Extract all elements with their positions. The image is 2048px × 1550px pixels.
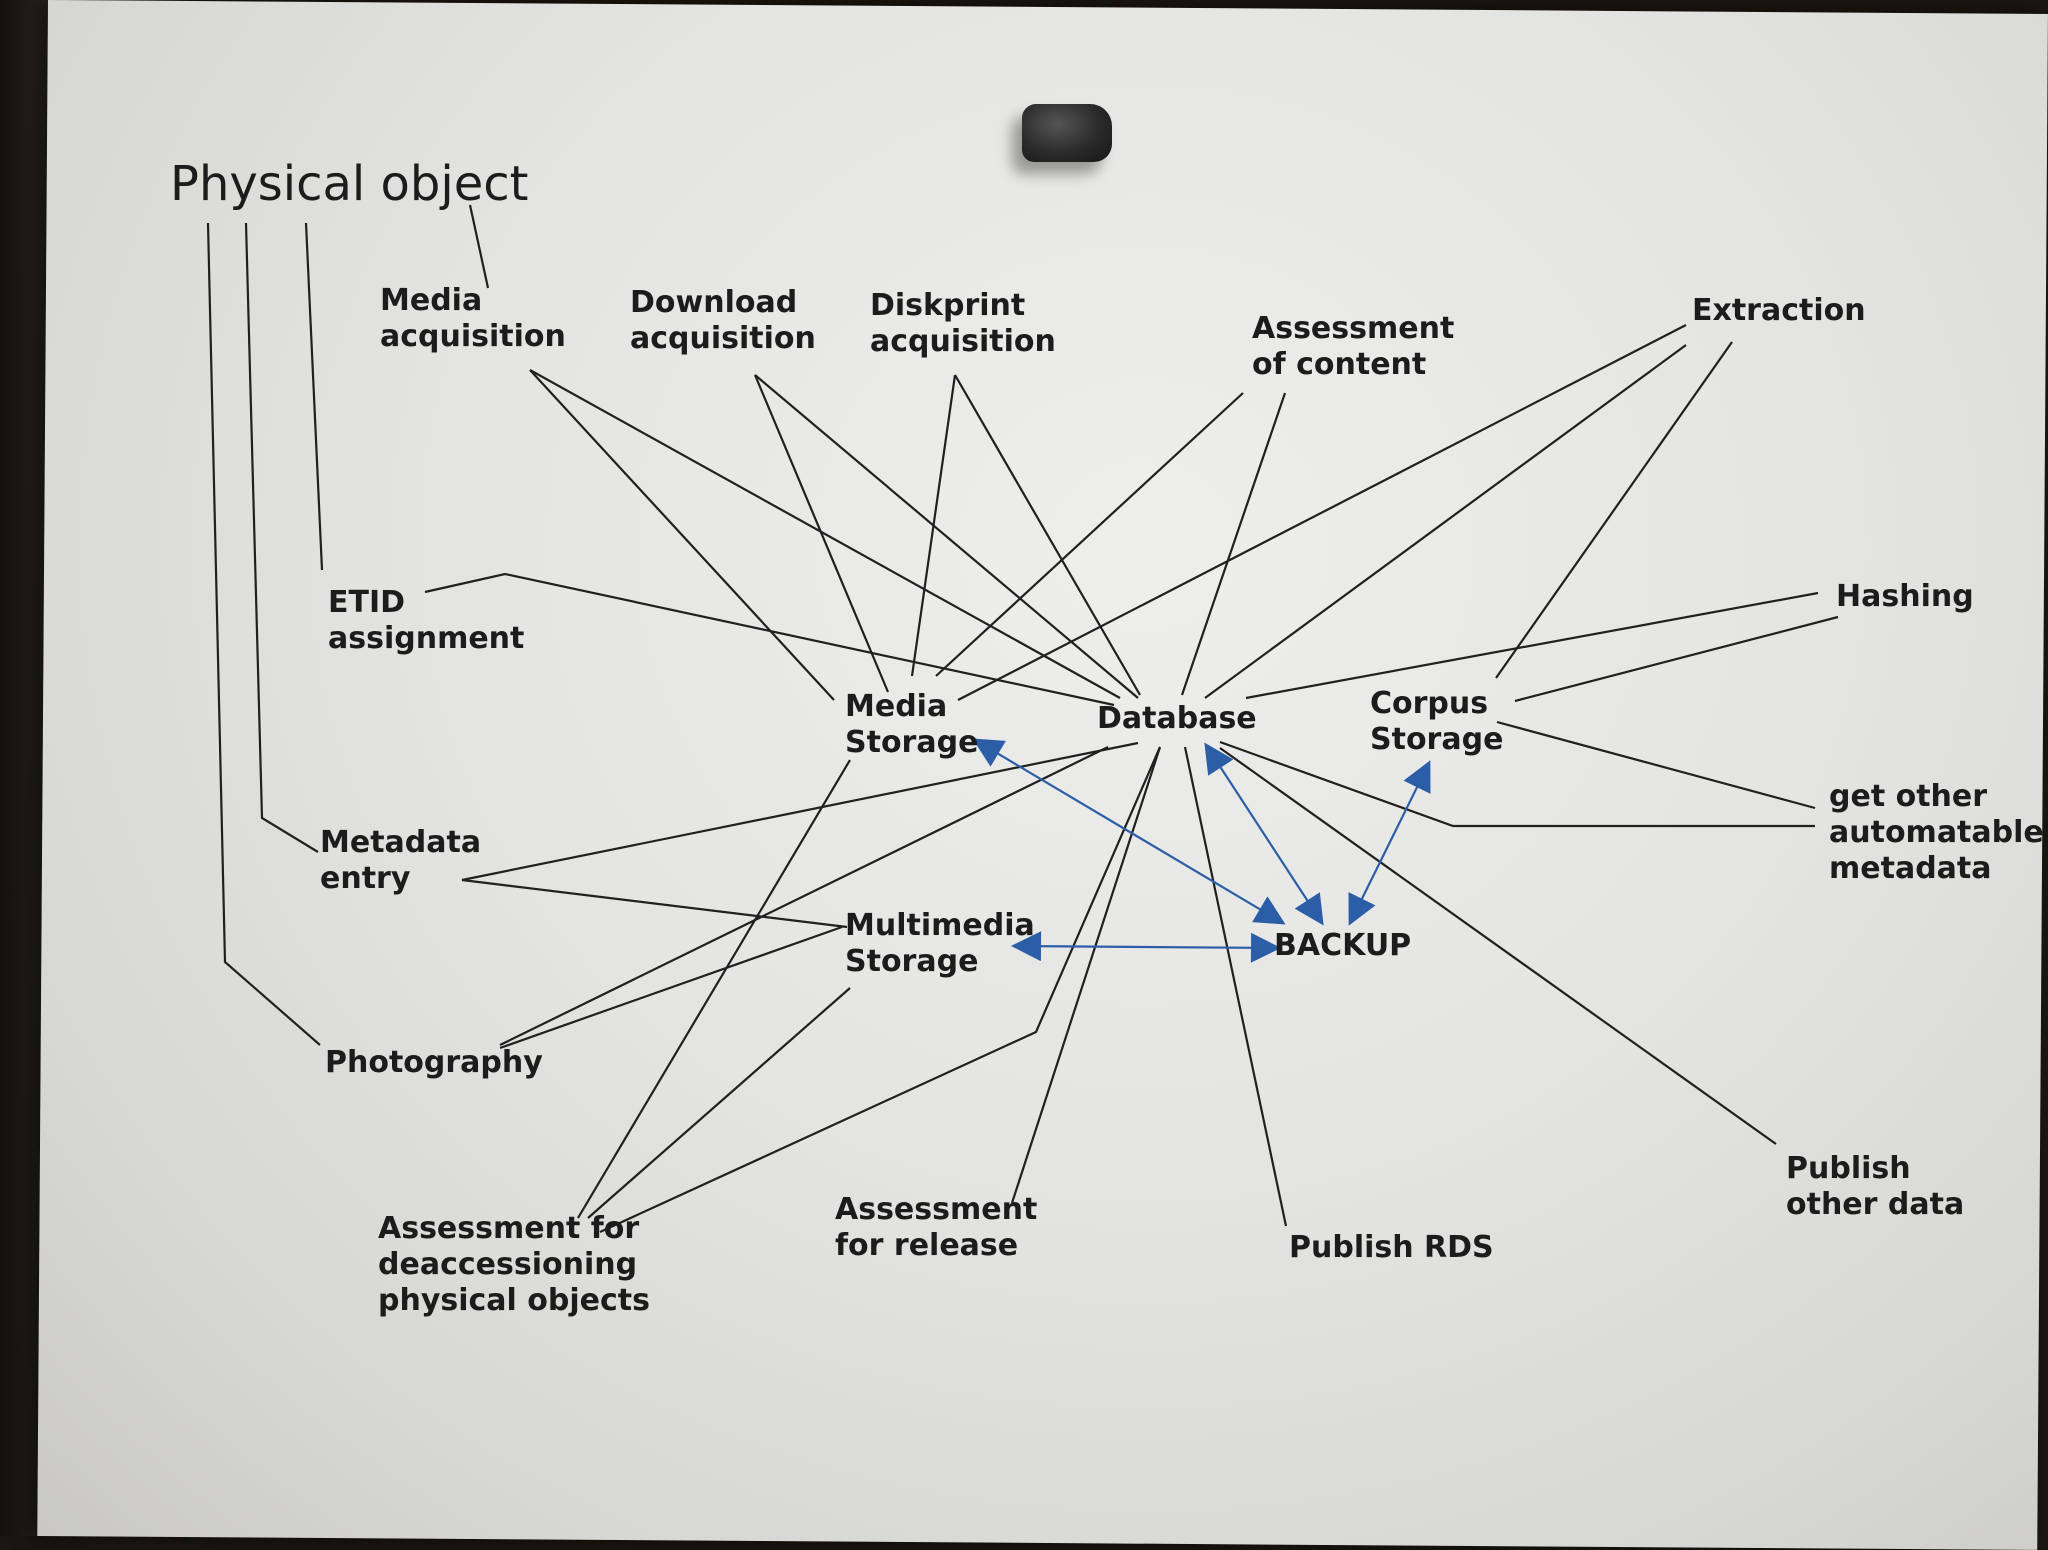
line-download-mediastorage (753, 374, 890, 693)
multimedia-storage-label: Multimedia Storage (845, 908, 1045, 979)
line-database-deaccession (599, 746, 1162, 1233)
line-physical-etid (304, 222, 324, 571)
arrow-database-backup (1204, 742, 1324, 926)
diskprint-acquisition-label: Diskprint acquisition (870, 288, 1056, 359)
download-acquisition-label: Download acquisition (630, 285, 816, 356)
line-multimedia-deaccession (587, 987, 851, 1219)
line-diskprint-database (954, 374, 1141, 696)
line-mediastorage-deaccession (577, 759, 851, 1219)
assessment-of-content-label: Assessment of content (1252, 311, 1465, 382)
line-database-release (1010, 746, 1162, 1204)
hashing-label: Hashing (1836, 579, 1974, 614)
line-assessment-content-database (1180, 392, 1287, 696)
assessment-for-release-label: Assessment for release (835, 1192, 1048, 1263)
etid-assignment-label: ETID assignment (328, 585, 524, 656)
arrow-corpus-backup (1348, 760, 1431, 926)
line-metadataentry-multimedia (461, 878, 848, 929)
line-mediaacq-mediastorage (529, 369, 835, 701)
metadata-entry-label: Metadata entry (320, 825, 492, 896)
line-metadataentry-database (461, 741, 1139, 882)
line-photography-multimedia (499, 925, 843, 1050)
line-mediaacq-database (529, 369, 1121, 699)
extraction-label: Extraction (1692, 293, 1866, 328)
physical-object-title: Physical object (170, 156, 528, 212)
magnet (1022, 104, 1112, 162)
publish-other-data-label: Publish other data (1786, 1151, 1964, 1222)
backup-label: BACKUP (1274, 928, 1411, 963)
line-physical-media (468, 204, 490, 289)
line-extraction-corpus (1495, 341, 1733, 679)
line-diskprint-mediastorage (910, 374, 957, 677)
line-database-rds (1183, 746, 1288, 1227)
line-extraction-database (1204, 344, 1687, 699)
arrow-mediastorage-backup (972, 738, 1286, 925)
line-extraction-mediastorage (957, 324, 1687, 701)
line-assessment-content-mediastorage (935, 392, 1244, 677)
line-hashing-corpus (1514, 615, 1839, 703)
publish-rds-label: Publish RDS (1289, 1230, 1494, 1265)
line-etid-database (424, 572, 1115, 707)
line-hashing-database (1245, 591, 1819, 700)
get-other-metadata-label: get other automatable metadata (1829, 779, 2048, 886)
media-storage-label: Media Storage (845, 689, 978, 760)
line-physical-photography (206, 222, 321, 1046)
arrow-multimedia-backup (1011, 931, 1281, 963)
backup-arrows (972, 738, 1431, 963)
photography-label: Photography (325, 1045, 543, 1080)
corpus-storage-label: Corpus Storage (1370, 686, 1503, 757)
line-download-database (754, 374, 1139, 699)
line-physical-metadata (244, 222, 319, 853)
line-getother-corpus (1496, 720, 1816, 810)
media-acquisition-label: Media acquisition (380, 283, 566, 354)
database-label: Database (1097, 701, 1257, 736)
assessment-deaccessioning-label: Assessment for deaccessioning physical o… (378, 1211, 650, 1318)
